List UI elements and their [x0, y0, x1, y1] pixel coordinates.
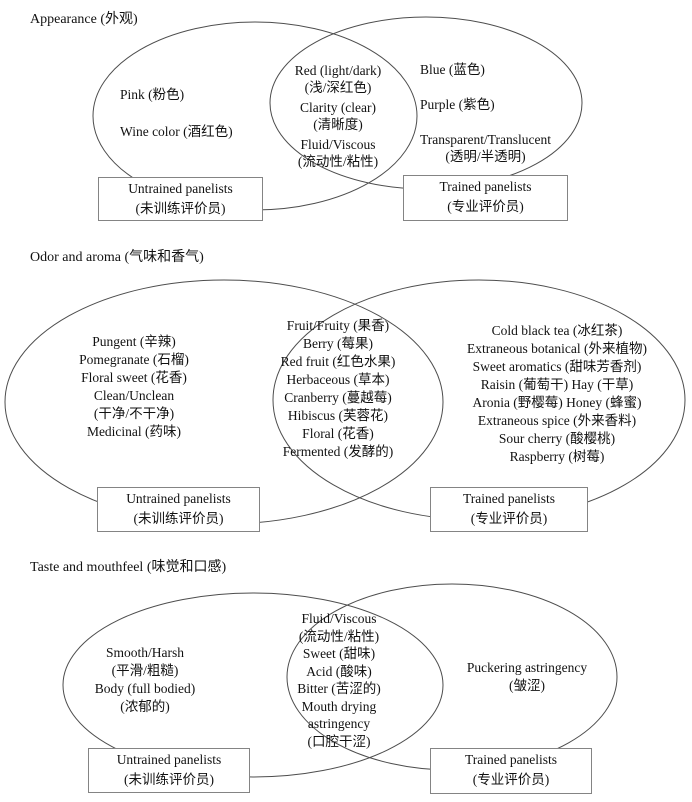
- box-label-line: Trained panelists: [462, 491, 556, 506]
- term-line: Wine color (酒红色): [120, 124, 233, 139]
- term-line: Pungent (辛辣): [92, 334, 176, 349]
- term-line: astringency: [307, 716, 371, 731]
- term-line: Sweet aromatics (甜味芳香剂): [472, 359, 642, 374]
- appearance-shared-terms-group: Red (light/dark) (浅/深红色) Clarity (clear)…: [295, 62, 382, 173]
- term-line: Berry (莓果): [302, 336, 374, 351]
- term-line: (平滑/粗糙): [111, 663, 179, 678]
- odor-trained-terms-group: Cold black tea (冰红茶) Extraneous botanica…: [467, 322, 647, 466]
- term-line: Transparent/Translucent: [420, 132, 551, 147]
- term-line: Fluid/Viscous: [300, 137, 376, 152]
- term-line: Sweet (甜味): [302, 646, 376, 661]
- term-item: Transparent/Translucent (透明/半透明): [420, 131, 551, 165]
- term-line: Aronia (野樱莓) Honey (蜂蜜): [472, 395, 642, 410]
- box-label-line: Untrained panelists: [128, 181, 233, 196]
- term-line: Bitter (苦涩的): [297, 681, 381, 696]
- appearance-trained-panelists-box: Trained panelists (专业评价员): [403, 175, 568, 221]
- term-line: Raspberry (树莓): [509, 449, 605, 464]
- term-line: Floral (花香): [302, 426, 374, 441]
- term-line: Smooth/Harsh: [105, 645, 184, 660]
- term-line: (浅/深红色): [304, 80, 372, 95]
- term-line: Pomegranate (石榴): [79, 352, 189, 367]
- term-line: Red (light/dark): [294, 63, 382, 78]
- odor-trained-panelists-box: Trained panelists (专业评价员): [430, 487, 588, 532]
- box-label-line: Trained panelists: [439, 179, 532, 194]
- appearance-untrained-panelists-box: Untrained panelists (未训练评价员): [98, 177, 263, 221]
- odor-shared-terms-group: Fruit/Fruity (果香) Berry (莓果) Red fruit (…: [281, 317, 396, 461]
- term-line: (皱涩): [509, 678, 545, 693]
- term-line: (清晰度): [313, 117, 363, 132]
- term-line: Raisin (葡萄干) Hay (干草): [480, 377, 634, 392]
- term-line: Herbaceous (草本): [286, 372, 390, 387]
- term-line: Cranberry (蔓越莓): [284, 390, 392, 405]
- term-line: (流动性/粘性): [298, 628, 380, 644]
- box-label-line: (专业评价员): [472, 772, 550, 787]
- box-label-line: (专业评价员): [470, 511, 548, 526]
- term-line: Extraneous botanical (外来植物): [467, 341, 647, 356]
- term-line: Floral sweet (花香): [81, 370, 187, 385]
- box-label-line: Untrained panelists: [126, 491, 231, 506]
- section-title-taste-mouthfeel: Taste and mouthfeel (味觉和口感): [30, 560, 227, 575]
- section-title-appearance: Appearance (外观): [30, 12, 138, 27]
- odor-untrained-terms-group: Pungent (辛辣) Pomegranate (石榴) Floral swe…: [79, 333, 189, 441]
- term-line: Blue (蓝色): [420, 62, 485, 77]
- term-line: Clean/Unclean: [93, 388, 175, 403]
- term-line: Puckering astringency: [466, 660, 588, 675]
- term-line: Red fruit (红色水果): [280, 354, 396, 369]
- term-line: (透明/半透明): [445, 149, 526, 164]
- taste-trained-panelists-box: Trained panelists (专业评价员): [430, 748, 592, 794]
- box-label-line: (未训练评价员): [124, 772, 214, 787]
- section-title-odor-aroma: Odor and aroma (气味和香气): [30, 250, 204, 265]
- term-line: Cold black tea (冰红茶): [491, 323, 623, 338]
- term-line: Hibiscus (芙蓉花): [287, 408, 389, 423]
- term-line: Acid (酸味): [306, 663, 372, 679]
- term-line: Fermented (发酵的): [282, 444, 394, 459]
- taste-untrained-ellipse: [62, 592, 444, 778]
- term-line: Fruit/Fruity (果香): [286, 318, 390, 333]
- term-line: Body (full bodied): [94, 681, 196, 696]
- box-label-line: (未训练评价员): [133, 511, 224, 526]
- term-line: (干净/不干净): [93, 406, 175, 421]
- term-line: Medicinal (药味): [86, 424, 182, 439]
- term-line: (流动性/粘性): [297, 154, 379, 169]
- term-line: Pink (粉色): [120, 87, 185, 102]
- taste-shared-terms-group: Fluid/Viscous (流动性/粘性) Sweet (甜味) Acid (…: [297, 610, 381, 750]
- term-line: Mouth drying: [301, 698, 377, 714]
- appearance-trained-terms-group: Blue (蓝色) Purple (紫色) Transparent/Transl…: [420, 61, 551, 165]
- box-label-line: Trained panelists: [464, 752, 558, 767]
- taste-untrained-terms-group: Smooth/Harsh (平滑/粗糙) Body (full bodied) …: [95, 644, 196, 716]
- box-label-line: (未训练评价员): [135, 201, 226, 216]
- odor-untrained-panelists-box: Untrained panelists (未训练评价员): [97, 487, 260, 532]
- taste-trained-terms-group: Puckering astringency (皱涩): [467, 659, 587, 695]
- term-line: (口腔干涩): [307, 733, 371, 749]
- taste-untrained-panelists-box: Untrained panelists (未训练评价员): [88, 748, 250, 793]
- term-line: Sour cherry (酸樱桃): [498, 431, 616, 446]
- box-label-line: (专业评价员): [447, 199, 524, 214]
- term-line: Fluid/Viscous: [301, 611, 377, 626]
- term-line: (浓郁的): [120, 699, 170, 714]
- box-label-line: Untrained panelists: [116, 752, 222, 767]
- term-line: Purple (紫色): [420, 97, 495, 112]
- term-line: Extraneous spice (外来香料): [477, 413, 637, 428]
- appearance-untrained-terms-group: Pink (粉色) Wine color (酒红色): [120, 86, 233, 140]
- term-line: Clarity (clear): [299, 100, 377, 115]
